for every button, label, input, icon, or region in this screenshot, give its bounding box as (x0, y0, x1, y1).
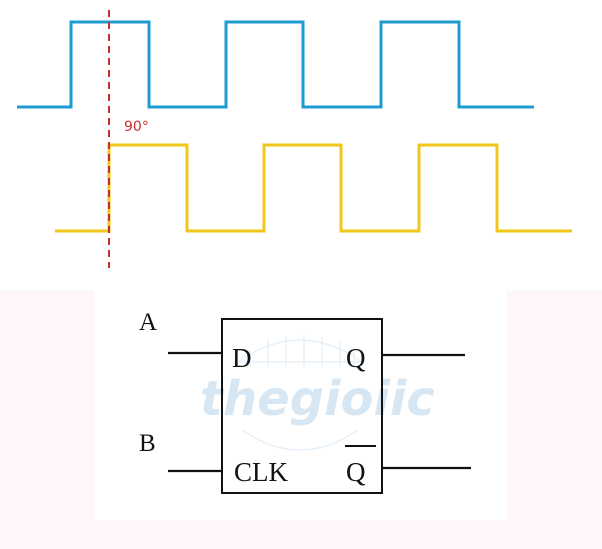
flipflop-block (221, 318, 383, 494)
signal-b-waveform (55, 143, 572, 233)
signal-a-waveform (17, 20, 534, 109)
phase-label: 90° (124, 119, 149, 135)
watermark: thegioiic (200, 335, 435, 451)
pin-d-label: D (232, 343, 252, 373)
pin-q-label: Q (346, 343, 366, 373)
watermark-globe-icon (237, 335, 363, 451)
pin-qbar-label: Q (346, 457, 366, 487)
lower-panel-inset (95, 288, 507, 520)
pin-clk-label: CLK (234, 457, 289, 487)
input-a-label: A (139, 309, 157, 336)
input-b-label: B (139, 430, 156, 457)
watermark-text: thegioiic (200, 371, 435, 427)
